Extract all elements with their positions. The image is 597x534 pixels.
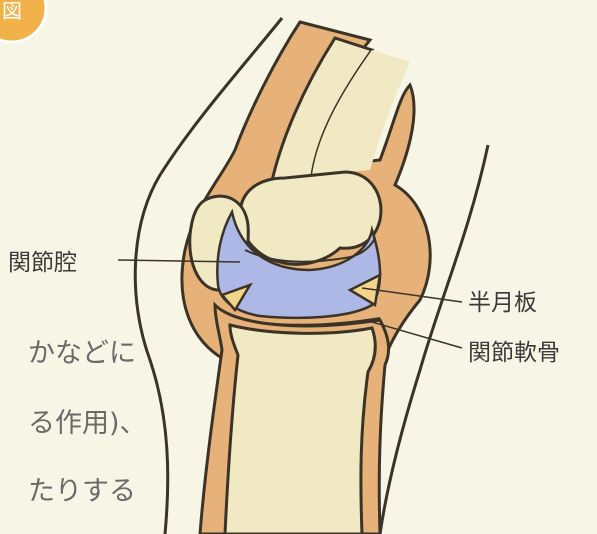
label-joint-cavity: 関節腔 bbox=[8, 250, 77, 276]
body-text-line-2: る作用)、 bbox=[28, 408, 147, 439]
figure-badge: 図 bbox=[0, 0, 46, 42]
tibia-bone bbox=[225, 325, 375, 534]
body-text-line-1: かなどに bbox=[28, 338, 136, 369]
body-text-line-3: たりする bbox=[28, 476, 136, 507]
label-articular-cartilage: 関節軟骨 bbox=[468, 340, 560, 366]
label-meniscus: 半月板 bbox=[468, 290, 537, 316]
figure-badge-text: 図 bbox=[2, 0, 22, 23]
